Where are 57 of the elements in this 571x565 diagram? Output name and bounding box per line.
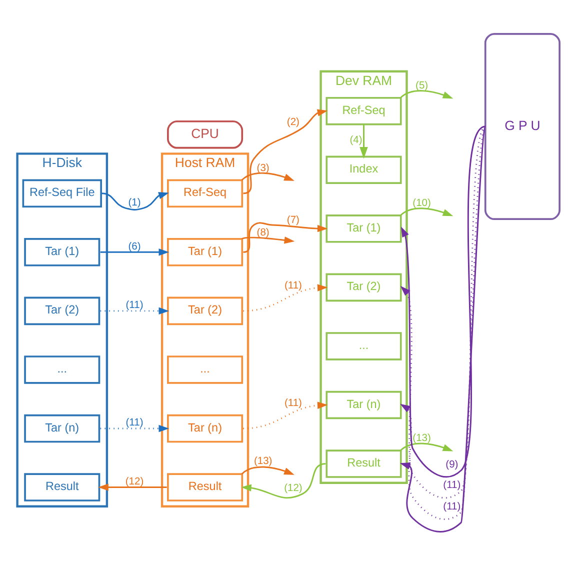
node-box: Result — [24, 472, 100, 501]
node-box: G P U — [484, 32, 560, 220]
node-box: ... — [326, 332, 402, 360]
edge-label: (12) — [125, 476, 144, 487]
edge-label: (9) — [446, 459, 458, 470]
node-box: Tar (n) — [326, 390, 402, 419]
node-box: Ref-Seq — [167, 178, 244, 208]
arrow — [243, 108, 328, 194]
arrow — [243, 222, 328, 252]
node-box: Tar (2) — [326, 272, 402, 302]
arrow — [100, 424, 170, 432]
node-box: Tar (2) — [167, 296, 244, 325]
node-box: Ref-Seq File — [22, 178, 102, 208]
node-box: Index — [326, 155, 402, 184]
arrow — [241, 172, 294, 180]
edge-label: (5) — [416, 80, 428, 91]
node-box: Tar (n) — [24, 414, 100, 442]
node-box: Tar (n) — [167, 414, 244, 442]
node-box: Tar (1) — [326, 214, 402, 242]
edge-label: (8) — [256, 226, 270, 238]
arrow — [243, 401, 328, 429]
node-box: Result — [167, 472, 244, 501]
arrow — [243, 284, 328, 312]
edge-label: (11) — [284, 397, 302, 408]
arrow — [400, 90, 454, 98]
arrow — [241, 466, 294, 474]
edge-label: (7) — [286, 214, 300, 226]
edge-label: (6) — [128, 240, 141, 252]
edge-label: (10) — [412, 198, 431, 209]
node-box: CPU — [167, 120, 244, 148]
edge-label: (13) — [412, 432, 431, 444]
arrow — [400, 442, 454, 451]
arrow — [102, 192, 169, 210]
node-box: ... — [167, 355, 244, 384]
edge-label: (12) — [284, 482, 302, 494]
edge-label: (2) — [286, 116, 300, 128]
node-box: Tar (2) — [24, 296, 100, 325]
edge-label: (11) — [443, 500, 461, 512]
node-box: ... — [24, 355, 100, 384]
edge-label: (4) — [350, 134, 362, 146]
edge-label: (11) — [284, 280, 302, 291]
edge-label: (1) — [128, 196, 141, 208]
edge-label: (11) — [443, 480, 461, 491]
arrow — [241, 236, 295, 244]
node-box: Tar (1) — [167, 238, 244, 266]
arrow — [100, 248, 170, 256]
node-box: Result — [326, 449, 402, 478]
edge-label: (3) — [256, 162, 270, 174]
node-box: Ref-Seq — [326, 96, 402, 125]
arrow — [100, 306, 170, 314]
arrow — [98, 483, 167, 490]
arrow — [400, 207, 454, 216]
edge-label: (13) — [254, 455, 272, 466]
edge-label: (11) — [126, 300, 144, 311]
edge-label: (11) — [126, 417, 144, 428]
arrow — [360, 124, 368, 158]
node-box: Tar (1) — [24, 238, 100, 266]
